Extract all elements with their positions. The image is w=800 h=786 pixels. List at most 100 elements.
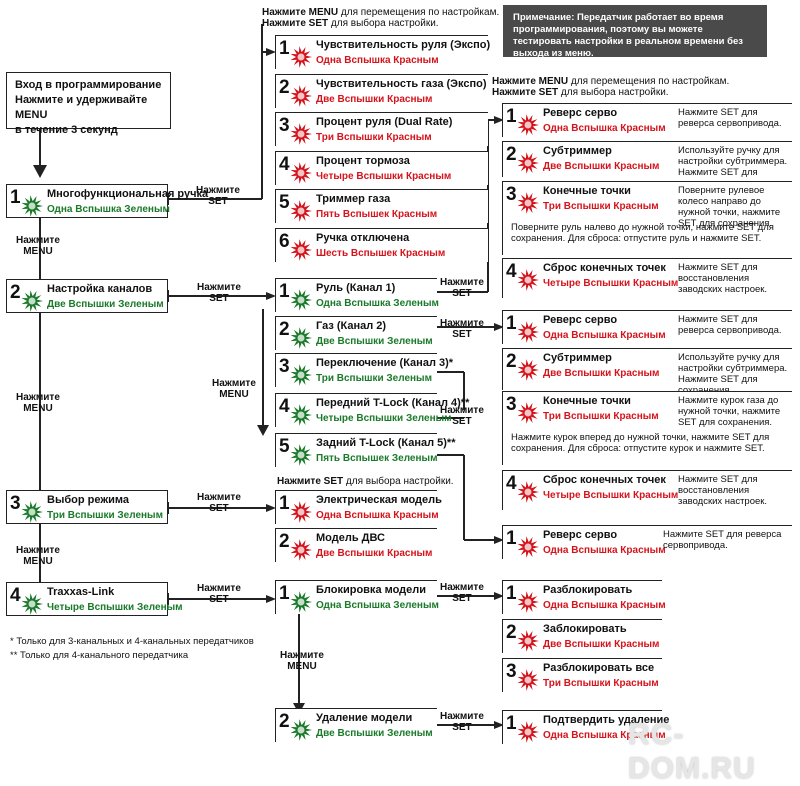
mid-instructions: Нажмите MENU для перемещения по настройк… <box>492 76 730 98</box>
item-flash: Четыре Вспышки Красным <box>543 278 679 289</box>
item-title: Разблокировать <box>543 584 633 596</box>
item-flash: Две Вспышки Красным <box>543 368 660 379</box>
red-starburst-icon <box>517 536 539 558</box>
item-title: Реверс серво <box>543 107 618 119</box>
item-title: Настройка каналов <box>47 283 153 295</box>
item-number: 2 <box>506 144 517 165</box>
item-title: Триммер газа <box>316 193 391 205</box>
press-set-label: Нажмите SET <box>440 405 484 427</box>
item-title: Конечные точки <box>543 185 631 197</box>
item-flash: Одна Вспышка Красным <box>543 730 666 741</box>
item-number: 2 <box>279 76 290 98</box>
green-starburst-icon <box>290 327 312 349</box>
green-starburst-icon <box>21 593 43 615</box>
red-starburst-icon <box>290 161 312 184</box>
item-title: Электрическая модель <box>316 494 442 506</box>
mode-instructions: Нажмите SET для выбора настройки. <box>277 476 454 487</box>
item-flash: Две Вспышки Зеленым <box>47 299 164 310</box>
item-number: 2 <box>10 282 21 303</box>
item-flash: Три Вспышки Красным <box>543 201 659 212</box>
red-starburst-icon <box>517 321 539 343</box>
item-number: 4 <box>279 153 290 175</box>
item-title: Руль (Канал 1) <box>316 282 396 294</box>
item-title: Чувствительность руля (Экспо) <box>316 39 491 51</box>
press-set-label: Нажмите SET <box>440 277 484 299</box>
item-number: 1 <box>506 528 517 549</box>
item-flash: Четыре Вспышки Зеленым <box>316 413 452 424</box>
green-starburst-icon <box>21 195 43 217</box>
item-flash: Четыре Вспышки Красным <box>543 490 679 501</box>
item-number: 2 <box>279 319 290 340</box>
item-description: Нажмите SET для восстановления заводских… <box>678 262 768 295</box>
item-description: Нажмите SET для реверса сервопривода. <box>678 107 782 129</box>
item-title: Удаление модели <box>316 712 413 724</box>
item-flash: Одна Вспышка Зеленым <box>316 600 439 611</box>
item-number: 4 <box>506 473 517 494</box>
red-starburst-icon <box>517 721 539 743</box>
item-number: 6 <box>279 230 290 252</box>
item-flash: Две Вспышки Зеленым <box>316 336 433 347</box>
red-starburst-icon <box>517 269 539 291</box>
item-flash: Одна Вспышка Красным <box>316 510 439 521</box>
press-set-label: Нажмите SET <box>440 711 484 733</box>
item-number: 1 <box>279 583 290 604</box>
green-starburst-icon <box>290 444 312 466</box>
red-starburst-icon <box>517 481 539 503</box>
item-description: Нажмите курок газа до нужной точки, нажм… <box>678 395 781 428</box>
item-number: 4 <box>506 261 517 282</box>
item-flash: Две Вспышки Красным <box>316 548 433 559</box>
item-title: Сброс конечных точек <box>543 474 666 486</box>
item-title: Разблокировать все <box>543 662 655 674</box>
green-starburst-icon <box>290 289 312 311</box>
item-title: Подтвердить удаление <box>543 714 670 726</box>
item-title: Сброс конечных точек <box>543 262 666 274</box>
item-number: 1 <box>279 281 290 302</box>
item-number: 2 <box>279 711 290 732</box>
item-number: 1 <box>506 106 517 127</box>
red-starburst-icon <box>290 501 312 523</box>
item-description-extra: Поверните руль налево до нужной точки, н… <box>511 222 774 244</box>
item-number: 4 <box>10 585 21 606</box>
item-description: Поверните рулевое колесо направо до нужн… <box>678 185 781 229</box>
item-title: Субтриммер <box>543 145 612 157</box>
item-flash: Три Вспышки Зеленым <box>316 373 432 384</box>
item-number: 3 <box>506 184 517 205</box>
item-flash: Три Вспышки Красным <box>543 411 659 422</box>
entry-box: Вход в программирование Нажмите и удержи… <box>6 72 171 136</box>
item-flash: Шесть Вспышек Красным <box>316 247 446 259</box>
item-flash: Одна Вспышка Красным <box>543 600 666 611</box>
red-starburst-icon <box>290 238 312 261</box>
green-starburst-icon <box>21 290 43 312</box>
red-starburst-icon <box>290 123 312 145</box>
item-number: 3 <box>10 493 21 514</box>
item-flash: Три Вспышки Красным <box>316 132 432 143</box>
item-number: 1 <box>506 313 517 334</box>
green-starburst-icon <box>290 404 312 426</box>
watermark: RC-DOM.RU <box>628 718 756 785</box>
press-menu-label: Нажмите MENU <box>16 545 60 567</box>
green-starburst-icon <box>21 501 43 523</box>
item-number: 3 <box>506 394 517 415</box>
red-starburst-icon <box>517 114 539 136</box>
item-title: Реверс серво <box>543 314 618 326</box>
item-flash: Три Вспышки Зеленым <box>47 510 163 521</box>
item-flash: Две Вспышки Красным <box>543 161 660 172</box>
item-flash: Три Вспышки Красным <box>543 678 659 689</box>
